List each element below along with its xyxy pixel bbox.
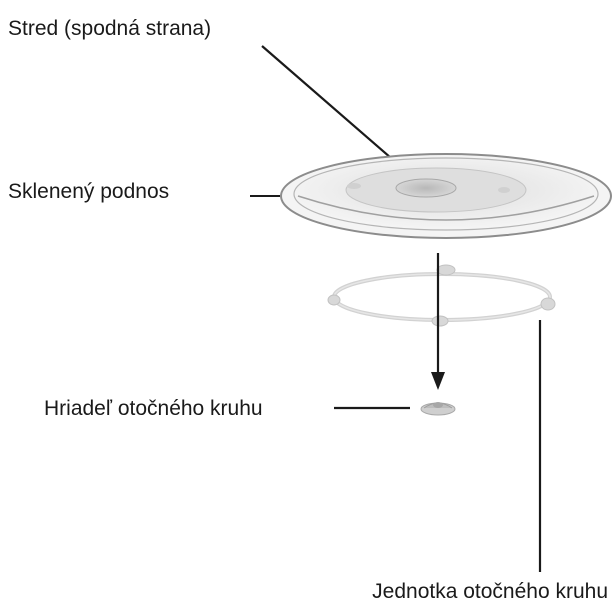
turntable-ring-label: Jednotka otočného kruhu	[372, 580, 608, 603]
turntable-shaft	[420, 402, 456, 416]
glass-tray	[280, 153, 612, 239]
center-underside-label: Stred (spodná strana)	[8, 17, 211, 40]
down-arrow-icon	[431, 253, 445, 390]
turntable-shaft-label: Hriadeľ otočného kruhu	[44, 397, 263, 420]
turntable-ring	[327, 264, 556, 327]
glass-tray-label: Sklenený podnos	[8, 180, 169, 203]
